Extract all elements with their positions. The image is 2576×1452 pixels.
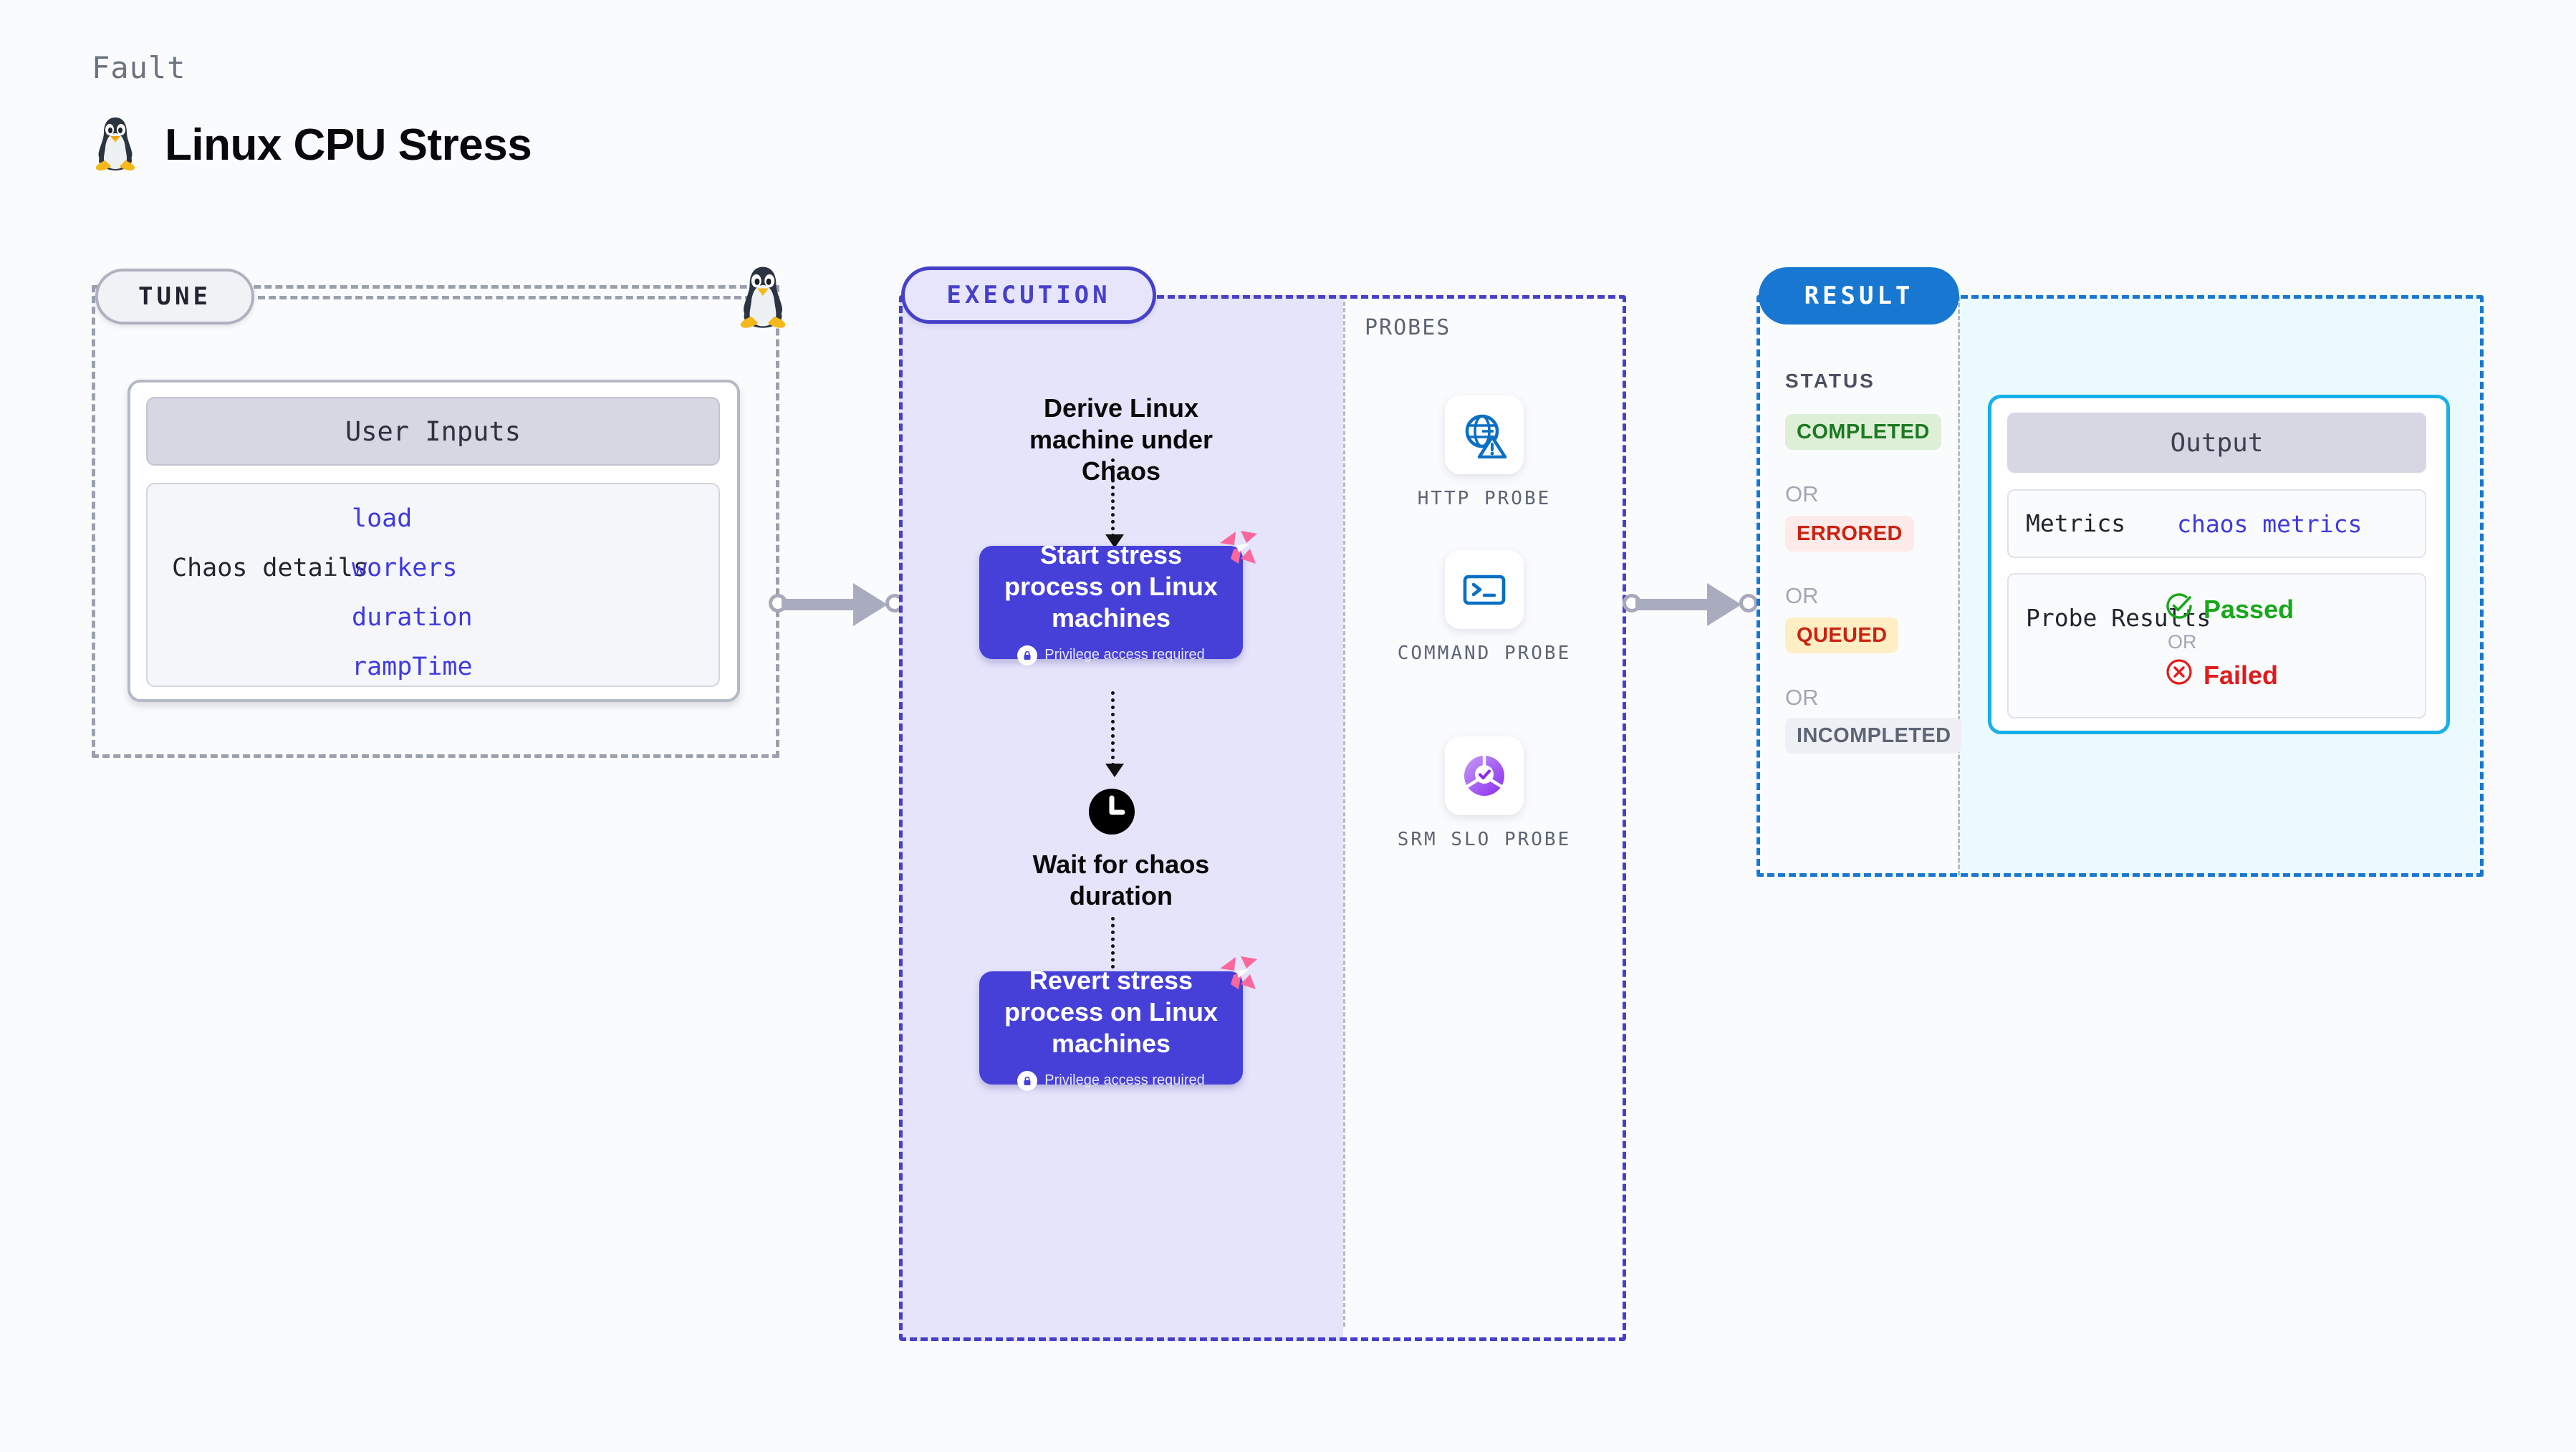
status-badge-errored: ERRORED: [1785, 516, 1914, 552]
output-card: Output Metrics chaos metrics Probe Resul…: [1988, 395, 2450, 734]
execution-step-wait: Wait for chaos duration: [1032, 850, 1210, 910]
chaos-details-box: Chaos details load workers duration ramp…: [146, 483, 720, 687]
execution-section-pill[interactable]: EXECUTION: [901, 266, 1156, 324]
page-title-row: Linux CPU Stress: [92, 115, 532, 176]
metrics-row: Metrics chaos metrics: [2007, 489, 2426, 558]
result-section-pill[interactable]: RESULT: [1759, 267, 1959, 324]
probe-outcome-passed: Passed: [2165, 592, 2294, 627]
status-or-3: OR: [1785, 685, 1819, 710]
arrow-head: [853, 583, 888, 626]
probe-outcome-failed-label: Failed: [2203, 660, 2279, 690]
chaos-param-load[interactable]: load: [352, 504, 413, 533]
tux-penguin-icon: [731, 264, 795, 330]
slo-donut-check-icon: [1445, 736, 1524, 815]
tune-section-pill[interactable]: TUNE: [95, 269, 254, 324]
execution-step-start-card[interactable]: Start stress process on Linux machines P…: [979, 531, 1257, 665]
probe-command-label: COMMAND PROBE: [1397, 643, 1572, 664]
probe-outcome-passed-label: Passed: [2203, 594, 2294, 624]
clock-icon: [1088, 788, 1135, 835]
status-or-2: OR: [1785, 583, 1819, 608]
harness-logo-icon: [1217, 529, 1259, 568]
tune-panel: [92, 285, 779, 758]
status-badge-completed: COMPLETED: [1785, 414, 1941, 450]
execution-step-derive: Derive Linux machine under Chaos: [1029, 393, 1213, 486]
x-circle-icon: [2165, 658, 2193, 693]
chaos-param-workers[interactable]: workers: [352, 554, 458, 582]
tune-to-execution-arrow: [769, 582, 908, 626]
card-privilege-text: Privilege access required: [1044, 647, 1205, 663]
harness-logo-icon: [1217, 955, 1259, 994]
result-column-divider: [1958, 297, 1960, 875]
probe-outcome-or: OR: [2168, 631, 2197, 653]
chaos-params-list: load workers duration rampTime: [352, 504, 473, 681]
arrow-head: [1707, 583, 1741, 626]
output-header: Output: [2007, 413, 2426, 473]
flow-connector-2: [1105, 691, 1124, 777]
metrics-value[interactable]: chaos metrics: [2177, 509, 2363, 538]
card-privilege-note: Privilege access required: [1017, 1070, 1205, 1091]
status-badge-incompleted: INCOMPLETED: [1785, 718, 1963, 754]
status-section-label: STATUS: [1785, 370, 1875, 392]
chaos-param-ramptime[interactable]: rampTime: [352, 653, 473, 681]
flow-connector-1: [1105, 458, 1124, 548]
check-circle-icon: [2165, 592, 2193, 627]
lock-icon: [1017, 1070, 1038, 1091]
card-privilege-note: Privilege access required: [1017, 645, 1205, 665]
card-privilege-text: Privilege access required: [1044, 1072, 1205, 1089]
arrow-shaft: [782, 599, 875, 610]
probe-http-label: HTTP PROBE: [1417, 488, 1552, 509]
probe-results-row: Probe Results Passed OR: [2007, 573, 2426, 718]
user-inputs-card: User Inputs Chaos details load workers d…: [128, 380, 740, 702]
probe-srm-slo[interactable]: SRM SLO PROBE: [1391, 736, 1577, 852]
tune-top-connector: [258, 296, 752, 299]
execution-panel: [899, 295, 1626, 1341]
card-title: Revert stress process on Linux machines: [1004, 966, 1219, 1058]
arrow-shaft: [1635, 599, 1729, 610]
probe-outcome-failed: Failed: [2165, 658, 2294, 693]
probe-outcomes: Passed OR Failed: [2165, 592, 2294, 693]
chaos-param-duration[interactable]: duration: [352, 603, 473, 632]
chaos-details-label: Chaos details: [172, 554, 368, 582]
tux-penguin-icon: [92, 115, 139, 176]
globe-warning-icon: [1445, 395, 1524, 474]
metrics-label: Metrics: [2026, 509, 2126, 538]
probe-command[interactable]: COMMAND PROBE: [1391, 550, 1577, 665]
page-kicker: Fault: [92, 50, 186, 85]
probes-section-label: PROBES: [1365, 315, 1451, 340]
terminal-icon: [1445, 550, 1524, 629]
user-inputs-header: User Inputs: [146, 397, 720, 466]
status-or-1: OR: [1785, 481, 1819, 506]
probe-http[interactable]: HTTP PROBE: [1391, 395, 1577, 511]
result-panel: [1756, 295, 2484, 877]
probe-srm-slo-label: SRM SLO PROBE: [1397, 829, 1572, 850]
page-title: Linux CPU Stress: [165, 120, 532, 170]
status-badge-queued: QUEUED: [1785, 617, 1899, 653]
lock-icon: [1017, 645, 1038, 665]
execution-step-revert-card[interactable]: Revert stress process on Linux machines …: [979, 956, 1257, 1091]
execution-to-result-arrow: [1623, 582, 1762, 626]
arrow-end-dot: [1739, 594, 1758, 612]
card-title: Start stress process on Linux machines: [1004, 540, 1219, 633]
